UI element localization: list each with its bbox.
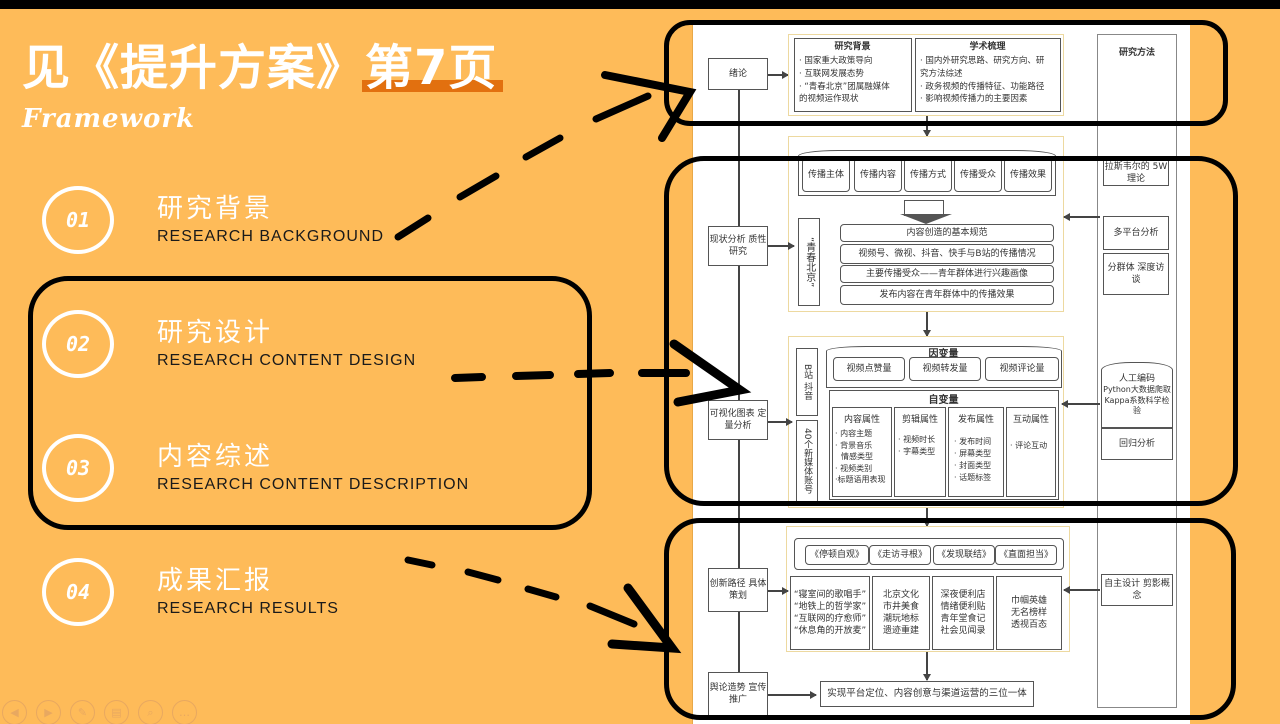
top-black-bar [0,0,1280,9]
method-coding: 人工编码 Python大数据爬取 Kappa系数科学检验 [1101,362,1173,428]
title-prefix: 见《提升方案》 [22,40,366,96]
more-icon[interactable]: … [172,700,197,724]
arrow [923,312,930,337]
attr-group-content: 内容属性 · 内容主题 · 背景音乐 情感类型 · 视频类别 ·标题语用表现 [832,407,892,497]
qualitative-box: 现状分析 质性研究 [708,226,768,266]
slides-icon[interactable]: ▤ [104,700,129,724]
item-title-cn: 研究设计 [157,318,274,348]
attr-group-publishing: 发布属性 · 发布时间 · 屏幕类型 · 封面类型 · 话题标签 [948,407,1004,497]
item-title-cn: 成果汇报 [157,566,274,596]
qualitative-item: 发布内容在青年群体中的传播效果 [840,285,1054,305]
independent-group: 自变量 [829,390,1059,500]
arrow [1063,213,1100,220]
dependent-item: 视频转发量 [909,357,981,381]
series-item: 《走访寻根》 [869,545,931,565]
series-group [794,538,1064,570]
item-title-cn: 内容综述 [157,442,274,472]
innovation-box: 创新路径 具体策划 [708,568,768,612]
qualitative-item: 视频号、微视、抖音、快手与B站的传播情况 [840,244,1054,264]
five-w-group [798,150,1056,196]
menu-item-03[interactable]: 03 内容综述 RESEARCH CONTENT DESCRIPTION [40,434,500,506]
title-highlight: 第7页 [362,40,504,96]
previous-icon[interactable]: ◀ [2,700,27,724]
arrow [768,71,789,78]
arrow [768,587,789,594]
qualitative-item: 主要传播受众——青年群体进行兴趣画像 [840,265,1054,283]
item-title-en: RESEARCH BACKGROUND [157,228,385,245]
zoom-icon[interactable]: ⌕ [138,700,163,724]
intro-frame [788,34,1064,116]
method-interview: 分群体 深度访谈 [1103,253,1169,295]
menu-item-01[interactable]: 01 研究背景 RESEARCH BACKGROUND [40,186,500,258]
hand-drawn-box-results [664,518,1236,720]
number-badge: 04 [42,558,114,626]
innovation-column: 巾帼英雄 无名榜样 透视百态 [996,576,1062,650]
hand-drawn-box-intro [664,20,1228,126]
promotion-box: 舆论造势 宣传推广 [708,672,768,716]
pen-icon[interactable]: ✎ [70,700,95,724]
item-title-en: RESEARCH RESULTS [157,600,339,617]
dependent-item: 视频评论量 [985,357,1059,381]
five-w-item: 传播受众 [954,158,1002,192]
next-icon[interactable]: ▶ [36,700,61,724]
innovation-column: 北京文化 市井美食 潮玩地标 遗迹重建 [872,576,930,650]
academic-box: 学术梳理 · 国内外研究思路、研究方向、研 究方法综述 · 政务视频的传播特征、… [915,38,1061,112]
number-badge: 01 [42,186,114,254]
five-w-item: 传播效果 [1004,158,1052,192]
background-box: 研究背景 · 国家重大政策导向 · 互联网发展态势 · “青春北京”团属融媒体 … [794,38,912,112]
innovation-column: “寝室间的歌唱手” “地铁上的哲学家” “互联网的疗愈师” “休息角的开放麦” [790,576,870,650]
arrow [768,242,795,249]
methods-column: 研究方法 [1097,34,1177,708]
method-silhouette: 自主设计 剪影概念 [1101,574,1173,606]
arrow [768,691,817,698]
series-item: 《发现联结》 [933,545,995,565]
series-item: 《停顿自观》 [805,545,869,565]
arrow [923,652,930,681]
menu-item-02[interactable]: 02 研究设计 RESEARCH CONTENT DESIGN [40,310,500,382]
number-badge: 03 [42,434,114,502]
item-title-cn: 研究背景 [157,194,274,224]
menu-item-04[interactable]: 04 成果汇报 RESEARCH RESULTS [40,558,500,630]
arrow [923,508,930,527]
arrow [768,418,793,425]
arrow [1063,586,1100,593]
method-regression: 回归分析 [1101,428,1173,460]
arrow [1061,400,1100,407]
method-multiplatform: 多平台分析 [1103,216,1169,250]
item-title-en: RESEARCH CONTENT DESIGN [157,352,417,369]
methods-title: 研究方法 [1118,48,1155,58]
attr-group-editing: 剪辑属性 · 视频时长 · 字幕类型 [894,407,946,497]
result-box: 实现平台定位、内容创意与渠道运营的三位一体 [820,681,1034,707]
item-title-en: RESEARCH CONTENT DESCRIPTION [157,476,470,493]
attr-group-interaction: 互动属性 · 评论互动 [1006,407,1056,497]
intro-box: 绪论 [708,58,768,90]
dependent-item: 视频点赞量 [833,357,905,381]
platforms-box: B站 抖音 [796,348,818,416]
number-badge: 02 [42,310,114,378]
subject-box: “青春北京” [798,218,820,306]
slideshow-controls: ◀ ▶ ✎ ▤ ⌕ … [2,700,197,724]
series-item: 《直面担当》 [995,545,1057,565]
hand-drawn-box-analysis [664,156,1238,506]
hand-drawn-highlight-box [28,276,592,530]
qualitative-frame [788,136,1064,312]
down-arrow-icon [904,200,944,216]
innovation-column: 深夜便利店 情绪便利贴 青年堂食记 社会见闻录 [932,576,994,650]
five-w-item: 传播方式 [904,158,952,192]
arrow [923,116,930,137]
qualitative-item: 内容创造的基本规范 [840,224,1054,242]
page-title: 见《提升方案》第7页 [22,38,504,98]
page-subtitle: Framework [22,104,196,134]
dependent-group: 因变量 [826,346,1062,388]
